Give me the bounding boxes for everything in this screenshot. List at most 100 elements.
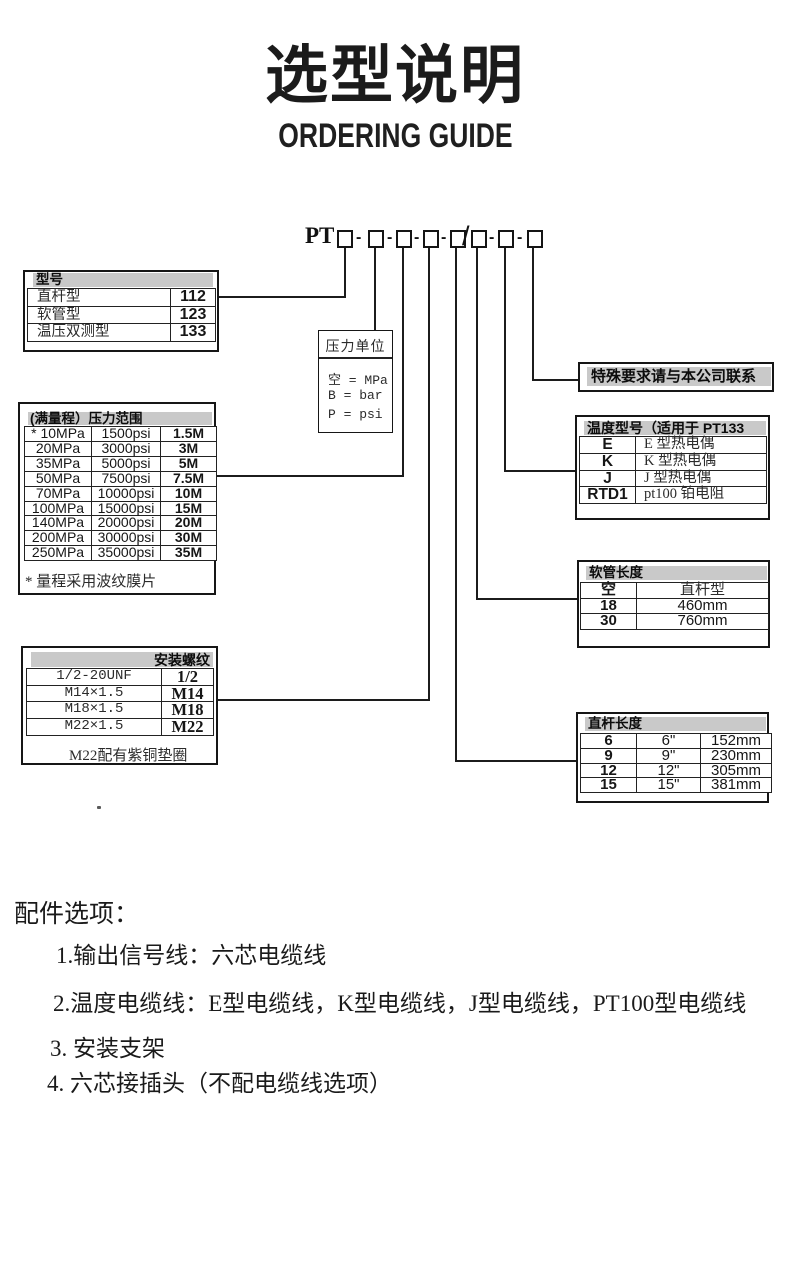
code-box-2 xyxy=(368,230,384,248)
pressure-unit-divider xyxy=(319,357,392,359)
table-cell: 35M xyxy=(160,545,217,562)
pressure-range-footnote: * 量程采用波纹膜片 xyxy=(25,574,157,590)
table-cell: 250MPa xyxy=(24,545,92,562)
connector-special-horizontal xyxy=(532,379,579,381)
model-header: 型号 xyxy=(33,273,213,287)
accessories-item-2: 2.温度电缆线：E型电缆线，K型电缆线，J型电缆线，PT100型电缆线 xyxy=(53,991,747,1016)
connector-rod-horizontal xyxy=(455,760,577,762)
code-separator-5: / xyxy=(462,221,470,251)
table-cell: 6" xyxy=(636,733,701,749)
table-cell: 30 xyxy=(580,613,637,630)
table-cell: 5M xyxy=(160,455,217,472)
table-cell: 381mm xyxy=(700,777,772,794)
pressure-unit-header: 压力单位 xyxy=(325,340,386,355)
code-separator-7: - xyxy=(517,229,523,246)
code-box-5 xyxy=(450,230,466,248)
code-box-1 xyxy=(337,230,353,248)
connector-special-vertical xyxy=(532,248,534,381)
code-separator-2: - xyxy=(387,229,393,246)
page-subtitle: ORDERING GUIDE xyxy=(278,117,513,155)
page-title: 选型说明 xyxy=(265,41,525,111)
table-cell: 1500psi xyxy=(91,426,161,442)
table-cell: 100MPa xyxy=(24,500,92,517)
accessories-heading: 配件选项： xyxy=(14,901,140,928)
table-cell: 12 xyxy=(580,762,637,779)
table-cell: K 型热电偶 xyxy=(635,452,767,471)
table-cell: 112 xyxy=(170,288,216,307)
table-cell: 直杆型 xyxy=(636,582,769,599)
code-prefix: PT xyxy=(305,223,335,248)
connector-unit-vertical xyxy=(374,248,376,332)
table-row: 空直杆型 xyxy=(580,582,769,599)
table-cell: 760mm xyxy=(636,613,769,630)
table-cell: 18 xyxy=(580,597,637,614)
code-box-4 xyxy=(423,230,439,248)
table-cell: M18×1.5 xyxy=(26,701,162,720)
special-request-header: 特殊要求请与本公司联系 xyxy=(587,367,771,386)
thread-header: 安装螺纹 xyxy=(31,652,213,667)
connector-model-vertical xyxy=(344,248,346,298)
connector-range-horizontal xyxy=(216,475,404,477)
hose-length-header: 软管长度 xyxy=(586,566,767,580)
table-cell: E 型热电偶 xyxy=(635,436,767,454)
table-cell: 9" xyxy=(636,747,701,764)
table-cell: 温压双测型 xyxy=(27,323,171,342)
pressure-unit-box: 压力单位 空 = MPa B = bar P = psi xyxy=(318,330,393,433)
table-cell: M14×1.5 xyxy=(26,684,162,703)
pressure-unit-option: 空 = MPa xyxy=(328,373,388,388)
accessories-item-3: 3. 安装支架 xyxy=(50,1036,165,1061)
connector-thread-horizontal xyxy=(217,699,430,701)
table-cell: M14 xyxy=(161,684,214,703)
table-cell: 10000psi xyxy=(91,485,161,502)
table-cell: 123 xyxy=(170,305,216,324)
rod-length-header: 直杆长度 xyxy=(585,717,766,731)
connector-temperature-horizontal xyxy=(504,470,576,472)
table-cell: 70MPa xyxy=(24,485,92,502)
code-box-6 xyxy=(471,230,487,248)
table-cell: 直杆型 xyxy=(27,288,171,307)
pressure-range-header: (满量程）压力范围 xyxy=(28,412,212,425)
table-cell: 9 xyxy=(580,747,637,764)
table-cell: RTD1 xyxy=(579,486,636,505)
connector-thread-vertical xyxy=(428,248,430,701)
scan-artifact-dot xyxy=(97,806,101,809)
connector-model-horizontal xyxy=(217,296,346,298)
table-cell: 10M xyxy=(160,485,217,502)
code-separator-4: - xyxy=(441,229,447,246)
temperature-header: 温度型号（适用于 PT133 xyxy=(584,421,766,435)
accessories-item-1: 1.输出信号线：六芯电缆线 xyxy=(56,943,327,968)
table-cell: 133 xyxy=(170,323,216,342)
table-cell: 15M xyxy=(160,500,217,517)
table-cell: pt100 铂电阻 xyxy=(635,486,767,505)
pressure-unit-option: P = psi xyxy=(328,407,383,422)
table-cell: 3000psi xyxy=(91,440,161,457)
table-cell: 140MPa xyxy=(24,515,92,532)
table-cell: 7500psi xyxy=(91,470,161,487)
pressure-unit-option: B = bar xyxy=(328,388,383,403)
table-cell: J xyxy=(579,469,636,488)
code-separator-3: - xyxy=(414,229,420,246)
table-cell: 305mm xyxy=(700,762,772,779)
connector-range-vertical xyxy=(402,248,404,477)
